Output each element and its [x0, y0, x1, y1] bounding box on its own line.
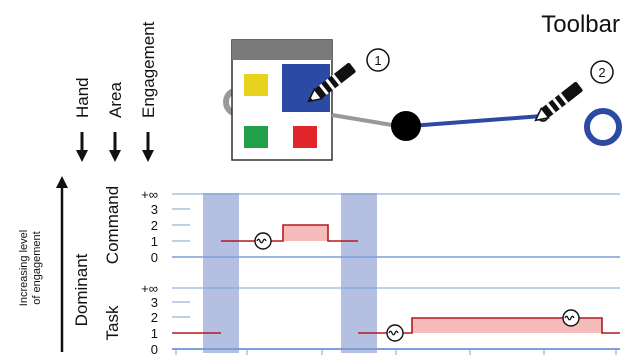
highlight-band-1: [203, 193, 239, 353]
tick-label: 0: [151, 342, 158, 357]
palette-widget: [223, 39, 333, 161]
command-row-ticks: +∞ 3 2 1 0: [141, 187, 158, 265]
tilde-circle-icon: [254, 232, 272, 250]
engagement-axis-arrow: [56, 176, 68, 352]
command-row-grid: [172, 193, 620, 258]
tick-label: 0: [151, 250, 158, 265]
gray-link: [331, 113, 399, 128]
header-engagement: Engagement: [139, 21, 158, 118]
tilde-circle-icon: [562, 309, 580, 327]
command-level-fill: [283, 225, 328, 241]
tick-label: 2: [151, 310, 158, 325]
arrow-down-icon: [109, 132, 121, 162]
column-headers: Hand Area Engagement: [73, 21, 158, 118]
tilde-circle-icon: [386, 324, 404, 342]
blue-link: [409, 114, 543, 128]
arrow-down-icon: [76, 132, 88, 162]
command-level-line: [221, 224, 358, 242]
swatch-red: [293, 126, 317, 148]
down-arrows: [76, 132, 154, 162]
tick-label: 3: [151, 202, 158, 217]
swatch-green: [244, 126, 268, 148]
side-label-line2: of engagement: [31, 231, 43, 304]
hub-node: [391, 111, 421, 141]
palette-header: [232, 40, 332, 60]
callout-2: 2: [590, 60, 614, 84]
pen-icon: [307, 62, 356, 103]
row-label-task: Task: [103, 305, 122, 340]
arrow-down-icon: [142, 132, 154, 162]
swatch-yellow: [244, 74, 268, 96]
side-label-line1: Increasing level: [18, 230, 30, 306]
tick-label: 3: [151, 295, 158, 310]
tick-label: +∞: [141, 281, 158, 296]
tick-label: 2: [151, 218, 158, 233]
callout-1: 1: [366, 48, 390, 72]
header-area: Area: [106, 82, 125, 118]
toolbar-title: Toolbar: [541, 11, 620, 38]
tick-label: +∞: [141, 187, 158, 202]
task-level-fill: [412, 318, 602, 333]
svg-text:1: 1: [374, 53, 381, 68]
hand-label: Dominant: [72, 253, 91, 326]
row-label-command: Command: [103, 186, 122, 264]
highlight-band-2: [341, 193, 377, 353]
svg-text:2: 2: [598, 65, 605, 80]
pen-icon: [534, 81, 583, 122]
tick-label: 1: [151, 326, 158, 341]
header-hand: Hand: [73, 77, 92, 118]
cursor-ring-icon: [584, 108, 622, 146]
task-row-ticks: +∞ 3 2 1 0: [141, 281, 158, 357]
tick-label: 1: [151, 234, 158, 249]
